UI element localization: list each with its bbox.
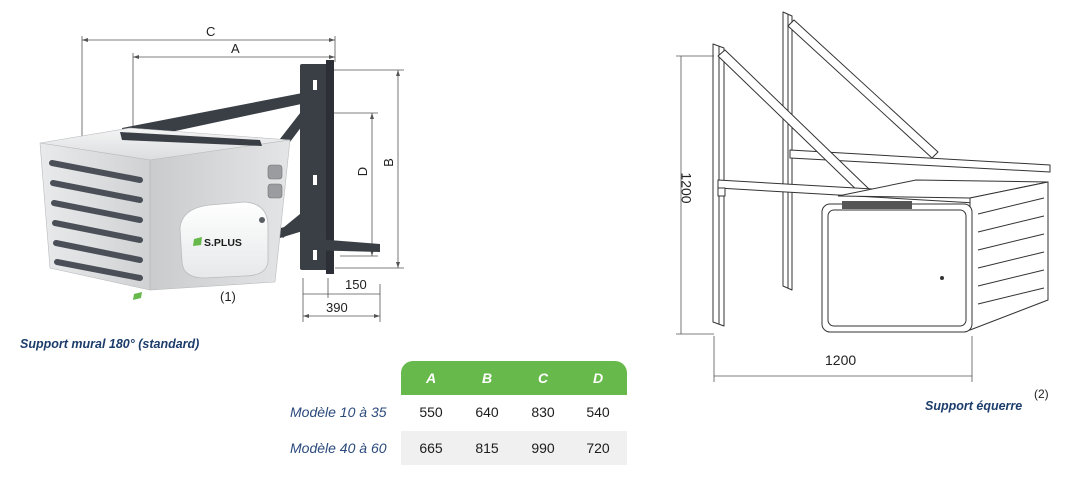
cell: 550 (419, 404, 443, 420)
louvres (49, 160, 143, 281)
dim-390-label: 390 (326, 300, 348, 315)
dimension-lines (81, 36, 404, 322)
dim-b-label: B (380, 158, 396, 167)
cell: 540 (586, 404, 610, 420)
brand-text: S.PLUS (204, 237, 242, 249)
cell: 830 (531, 404, 555, 420)
brand-logo: S.PLUS (193, 237, 242, 249)
table-row: 665 815 990 720 (401, 431, 627, 465)
bracket (122, 60, 380, 274)
header-d: D (592, 370, 604, 386)
header-c: C (537, 370, 549, 386)
dimension-lines-right (676, 55, 973, 382)
cell: 990 (531, 440, 555, 456)
dim-150-label: 150 (345, 277, 367, 292)
dim-d-label: D (355, 166, 371, 177)
row-label-1: Modèle 10 à 35 (290, 404, 387, 420)
width-label: 1200 (825, 352, 857, 368)
header-a: A (425, 370, 437, 386)
fan-cover (179, 201, 269, 279)
callout-2: (2) (1034, 387, 1049, 401)
caption-wall-support: Support mural 180° (standard) (20, 337, 200, 351)
row-label-2: Modèle 40 à 60 (290, 440, 387, 456)
dim-a-label: A (231, 41, 240, 56)
pipe-fittings (267, 164, 283, 199)
caption-square-support: Support équerre (925, 399, 1023, 413)
wall-bracket-diagram: S.PLUS (39, 36, 404, 322)
table-row: 550 640 830 540 (401, 395, 627, 429)
callout-1: (1) (220, 289, 236, 304)
cell: 815 (475, 440, 499, 456)
dim-c-label: C (206, 24, 216, 39)
cell: 640 (475, 404, 499, 420)
corner-badge (133, 292, 142, 300)
height-label: 1200 (678, 172, 695, 204)
cell: 665 (419, 440, 443, 456)
header-b: B (481, 370, 493, 386)
rear-louvres (977, 197, 1045, 305)
square-bracket-diagram (676, 11, 1051, 382)
grille (842, 201, 912, 209)
table-header: A B C D (401, 361, 627, 395)
cell: 720 (586, 440, 610, 456)
bracket-holes (313, 80, 317, 260)
